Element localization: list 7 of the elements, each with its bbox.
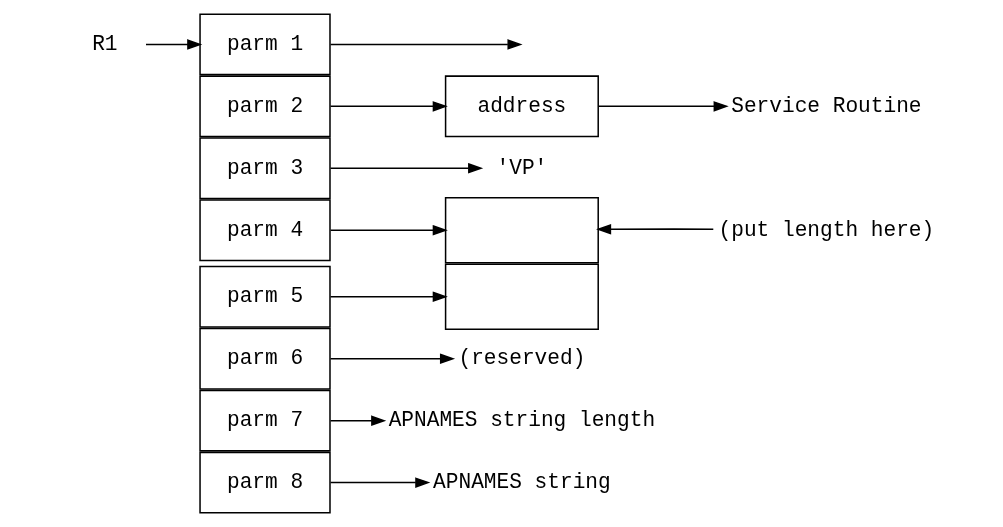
node-text: 'VP' [496, 155, 548, 180]
node-text: (reserved) [458, 346, 586, 371]
node-text: APNAMES string [433, 470, 611, 495]
node-text: APNAMES string length [388, 408, 656, 433]
node-text: (put length here) [718, 217, 935, 242]
node-text: R1 [92, 31, 118, 56]
node-text: Service Routine [731, 93, 922, 118]
